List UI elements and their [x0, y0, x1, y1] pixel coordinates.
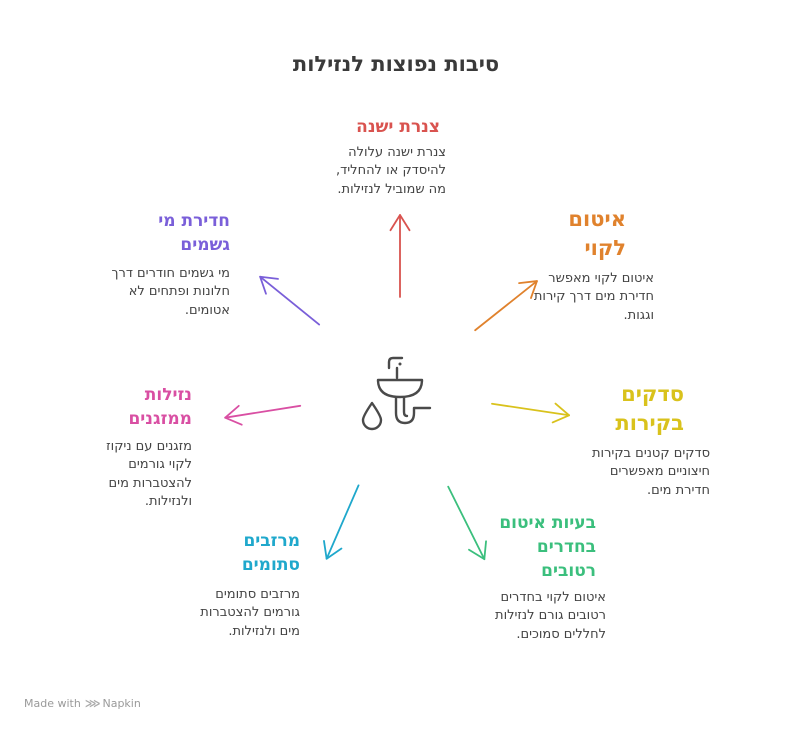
- node-title-ac-leaks: נזילות ממזגנים: [128, 385, 192, 429]
- arrow-poor-sealing: [474, 280, 538, 332]
- node-desc-wet-rooms: איטום לקוי בחדרים רטובים גורם לנזילות לח…: [495, 590, 606, 642]
- arrow-rain-penetration: [259, 275, 321, 326]
- node-desc-wall-cracks: סדקים קטנים בקירות חיצוניים מאפשרים חדיר…: [591, 446, 710, 498]
- napkin-logo-icon: ⋙: [84, 697, 101, 710]
- sink-water-drop-icon: [361, 356, 432, 431]
- node-title-wet-rooms: בעיות איטום בחדרים רטובים: [499, 513, 596, 581]
- footer-prefix: Made with: [24, 697, 81, 710]
- footer: Made with⋙Napkin: [24, 697, 141, 710]
- node-desc-ac-leaks: מזגנים עם ניקוז לקוי גורמים להצטברות מים…: [106, 439, 192, 510]
- arrow-wall-cracks: [491, 402, 571, 424]
- node-desc-old-pipe: צנרת ישנה עלולה להיסדק או להחליד, מה שמו…: [336, 145, 446, 197]
- arrow-old-pipe: [389, 214, 411, 298]
- node-title-old-pipe: צנרת ישנה: [356, 117, 440, 137]
- node-title-blocked-gutters: מרזבים סתומים: [241, 531, 300, 575]
- footer-brand: Napkin: [102, 697, 141, 710]
- arrow-blocked-gutters: [323, 484, 360, 560]
- node-title-rain-penetration: חדירת מי גשמים: [158, 211, 230, 255]
- node-desc-rain-penetration: מי גשמים חודרים דרך חלונות ופתחים לא אטו…: [111, 266, 231, 318]
- node-desc-blocked-gutters: מרזבים סתומים גורמים להצטברות מים ולנזיל…: [200, 587, 300, 639]
- node-title-poor-sealing: איטום לקוי: [568, 207, 626, 261]
- node-title-wall-cracks: סדקים בקירות: [615, 382, 684, 436]
- page-title: סיבות נפוצות לנזילות: [292, 52, 500, 76]
- node-desc-poor-sealing: איטום לקוי מאפשר חדירת מים דרך קירות וגג…: [533, 271, 654, 323]
- arrow-wet-rooms: [447, 485, 487, 561]
- arrow-ac-leaks: [224, 404, 302, 426]
